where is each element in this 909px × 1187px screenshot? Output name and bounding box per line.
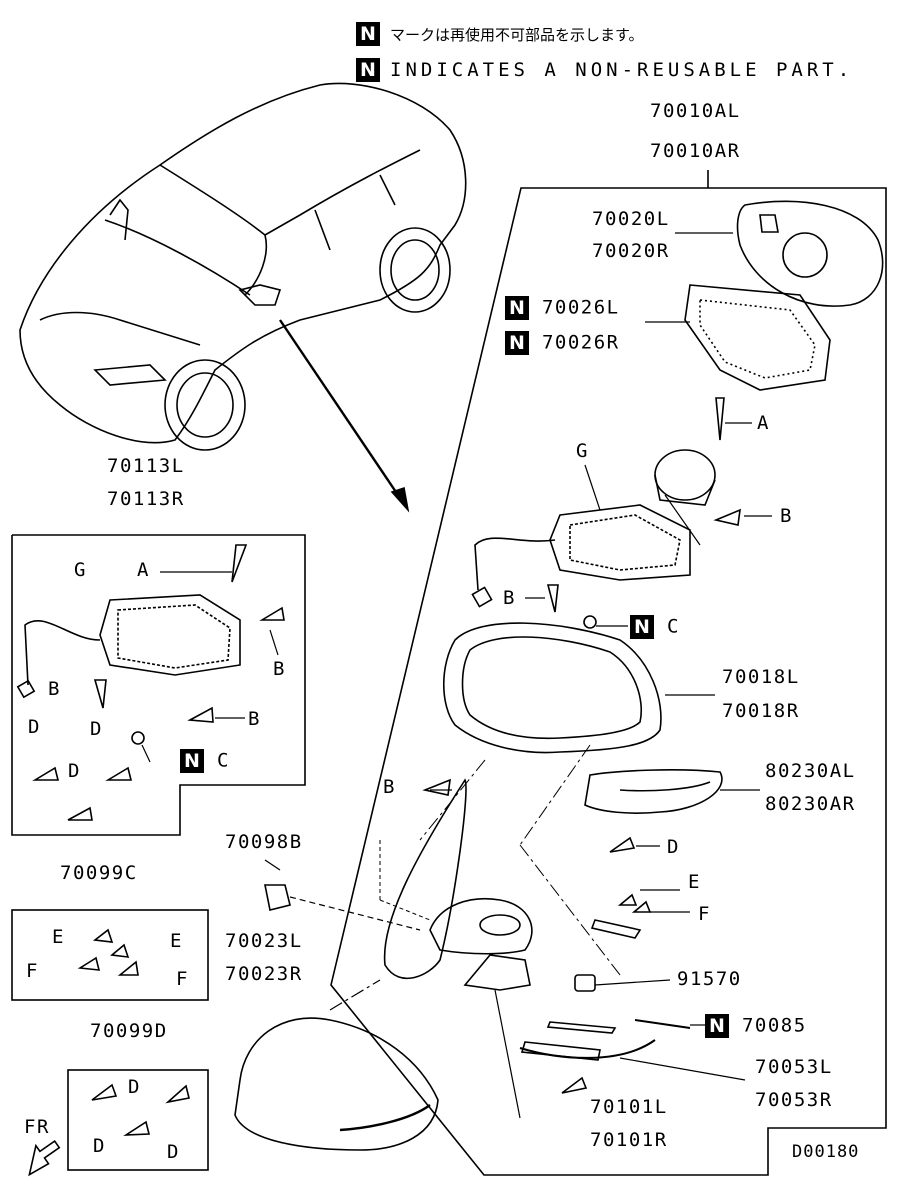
- part-label-70099d: 70099D: [90, 1020, 168, 1042]
- callout-d-main: D: [667, 836, 680, 858]
- part-number: 70026R: [541, 331, 620, 354]
- part-label-70098b: 70098B: [225, 831, 303, 853]
- non-reusable-badge: N: [356, 22, 380, 46]
- non-reusable-badge: N: [505, 331, 529, 355]
- vehicle-outline: [19, 82, 467, 451]
- part-label-70113r: 70113R: [107, 488, 185, 510]
- front-direction-label: FR: [24, 1116, 50, 1138]
- part-label-70113l: 70113L: [107, 455, 185, 477]
- callout-b-main-right: B: [780, 505, 793, 527]
- callout-d-kit-3: D: [68, 760, 81, 782]
- non-reusable-badge: N: [705, 1014, 729, 1038]
- non-reusable-badge: N: [505, 296, 529, 320]
- callout-e-kit-c-1: E: [52, 926, 65, 948]
- assembly-frame: [330, 170, 887, 1176]
- part-label-80230al: 80230AL: [765, 760, 856, 782]
- part-label-91570: 91570: [677, 968, 742, 990]
- legend-jp: N マークは再使用不可部品を示します。: [356, 22, 644, 46]
- callout-f-main: F: [698, 903, 711, 925]
- part-label-70010ar: 70010AR: [650, 140, 741, 162]
- part-label-70020r: 70020R: [592, 240, 670, 262]
- callout-letter: C: [216, 749, 230, 772]
- callout-c-main: N C: [630, 615, 680, 639]
- legend-en-text: INDICATES A NON-REUSABLE PART.: [390, 59, 854, 81]
- legend-en: N INDICATES A NON-REUSABLE PART.: [356, 58, 853, 82]
- callout-c-kit: N C: [180, 749, 230, 773]
- part-number: 70026L: [541, 296, 620, 319]
- legend-jp-text: マークは再使用不可部品を示します。: [390, 25, 644, 44]
- callout-d-kit-d-2: D: [93, 1135, 106, 1157]
- non-reusable-badge: N: [356, 58, 380, 82]
- callout-d-kit-1: D: [28, 716, 41, 738]
- callout-letter: C: [666, 615, 680, 638]
- callout-d-kit-2: D: [90, 718, 103, 740]
- callout-a-kit: A: [137, 559, 150, 581]
- part-label-70023l: 70023L: [225, 930, 303, 952]
- part-label-70085: N 70085: [705, 1014, 807, 1038]
- part-label-70053l: 70053L: [755, 1056, 833, 1078]
- kit-d-frame: [67, 1069, 209, 1171]
- part-number: 70085: [741, 1014, 807, 1037]
- callout-f-kit-c-1: F: [26, 960, 39, 982]
- part-label-70099c: 70099C: [60, 862, 138, 884]
- diagram-code: D00180: [792, 1142, 860, 1162]
- callout-g-main: G: [576, 440, 589, 462]
- callout-g-kit: G: [74, 559, 87, 581]
- callout-d-kit-d-1: D: [128, 1076, 141, 1098]
- non-reusable-badge: N: [630, 615, 654, 639]
- part-label-70053r: 70053R: [755, 1089, 833, 1111]
- motor-kit-frame: [11, 534, 306, 836]
- part-label-70101l: 70101L: [590, 1096, 668, 1118]
- callout-e-main: E: [688, 871, 701, 893]
- callout-b-main-left: B: [503, 587, 516, 609]
- callout-b-kit-left: B: [48, 678, 61, 700]
- non-reusable-badge: N: [180, 749, 204, 773]
- callout-b-kit-right: B: [273, 658, 286, 680]
- part-label-70018l: 70018L: [722, 666, 800, 688]
- part-label-70018r: 70018R: [722, 700, 800, 722]
- part-label-80230ar: 80230AR: [765, 793, 856, 815]
- kit-c-frame: [11, 909, 209, 1001]
- callout-e-kit-c-2: E: [170, 930, 183, 952]
- callout-f-kit-c-2: F: [176, 968, 189, 990]
- part-label-70026l: N 70026L: [505, 296, 620, 320]
- part-label-70010al: 70010AL: [650, 100, 741, 122]
- callout-b-kit-lower: B: [248, 708, 261, 730]
- callout-d-kit-d-3: D: [167, 1141, 180, 1163]
- callout-b-base: B: [383, 776, 396, 798]
- part-label-70020l: 70020L: [592, 208, 670, 230]
- part-label-70101r: 70101R: [590, 1129, 668, 1151]
- callout-a-top: A: [757, 412, 770, 434]
- part-label-70023r: 70023R: [225, 963, 303, 985]
- part-label-70026r: N 70026R: [505, 331, 620, 355]
